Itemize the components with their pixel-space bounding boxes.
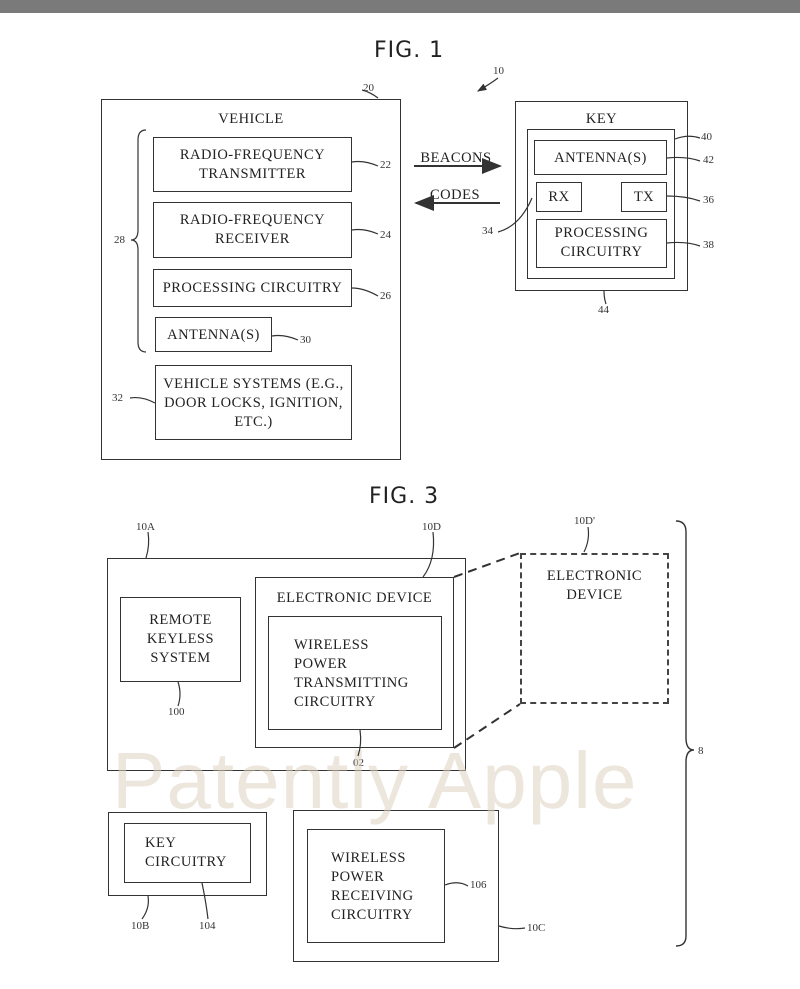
key-antenna-box (534, 140, 667, 175)
device-10d-prime-label: ELECTRONIC DEVICE (546, 568, 643, 603)
key-outer-ref: 44 (598, 304, 609, 316)
vehicle-antenna-leader (271, 334, 299, 341)
fig3-group-brace (675, 520, 695, 947)
projection-line-bottom (453, 703, 521, 749)
vehicle-processing-leader (351, 287, 379, 297)
device-10c-leader (498, 925, 526, 930)
codes-label: CODES (429, 187, 481, 203)
vehicle-systems-label: VEHICLE SYSTEMS (E.G., DOOR LOCKS, IGNIT… (163, 376, 344, 430)
rf-receiver-label: RADIO-FREQUENCY RECEIVER (179, 212, 326, 247)
beacons-label: BEACONS (420, 150, 492, 166)
device-10b-leader (141, 895, 149, 920)
key-inner-box (527, 129, 675, 279)
device-10d-prime-ref: 10D' (574, 515, 595, 527)
rf-receiver-box (153, 202, 352, 258)
system-ref: 10 (493, 65, 504, 77)
key-outer-box (515, 101, 688, 291)
wpr-circuitry-label: WIRELESS POWER RECEIVING CIRCUITRY (331, 850, 414, 923)
key-processing-leader (666, 241, 701, 247)
electronic-device-ref: 10D (422, 521, 441, 533)
system-ref-arrow (476, 77, 499, 92)
remote-keyless-leader (177, 681, 181, 707)
fig3-title: FIG. 3 (369, 484, 440, 509)
remote-keyless-ref: 100 (168, 706, 185, 718)
key-tx-ref: 36 (703, 194, 714, 206)
rf-transmitter-leader (351, 160, 379, 167)
device-10a-leader (145, 531, 150, 559)
vehicle-antenna-label: ANTENNA(S) (167, 327, 260, 343)
key-tx-box (621, 182, 667, 212)
device-10b-ref: 10B (131, 920, 150, 932)
device-10d-prime-leader (583, 526, 590, 553)
vehicle-systems-leader (129, 396, 156, 404)
wpr-circuitry-box (307, 829, 445, 943)
vehicle-antenna-ref: 30 (300, 334, 311, 346)
key-rx-ref: 34 (482, 225, 493, 237)
device-10b-box (108, 812, 267, 896)
key-antenna-label: ANTENNA(S) (554, 150, 647, 166)
vehicle-ref-leader (361, 89, 379, 99)
fig1-title: FIG. 1 (374, 38, 445, 63)
key-circuitry-label: KEY CIRCUITRY (145, 835, 227, 870)
wpt-circuitry-leader (357, 729, 362, 757)
projection-line-top (453, 552, 521, 578)
key-antenna-leader (666, 156, 701, 162)
device-10a-box (107, 558, 466, 771)
circuitry-group-ref: 28 (114, 234, 125, 246)
fig3-group-ref: 8 (698, 745, 704, 757)
electronic-device-label: ELECTRONIC DEVICE (276, 590, 433, 606)
key-antenna-ref: 42 (703, 154, 714, 166)
key-tx-label: TX (633, 189, 655, 205)
vehicle-processing-ref: 26 (380, 290, 391, 302)
electronic-device-leader (422, 531, 435, 578)
vehicle-label: VEHICLE (218, 111, 284, 127)
key-rx-box (536, 182, 582, 212)
key-inner-ref: 40 (701, 131, 712, 143)
rf-transmitter-label: RADIO-FREQUENCY TRANSMITTER (179, 147, 326, 182)
device-10d-prime-box (520, 553, 669, 704)
vehicle-antenna-box (155, 317, 272, 352)
key-tx-leader (666, 195, 701, 202)
wpt-circuitry-ref: 02 (353, 757, 364, 769)
electronic-device-box (255, 577, 454, 748)
vehicle-processing-label: PROCESSING CIRCUITRY (162, 280, 343, 296)
key-processing-box (536, 219, 667, 268)
vehicle-processing-box (153, 269, 352, 307)
key-outer-leader (603, 290, 607, 305)
vehicle-ref: 20 (363, 82, 374, 94)
key-circuitry-box (124, 823, 251, 883)
key-circuitry-ref: 104 (199, 920, 216, 932)
device-10c-ref: 10C (527, 922, 546, 934)
rf-transmitter-ref: 22 (380, 159, 391, 171)
wpt-circuitry-label: WIRELESS POWER TRANSMITTING CIRCUITRY (294, 637, 409, 710)
top-bar (0, 0, 800, 13)
rf-receiver-leader (351, 228, 379, 235)
vehicle-systems-ref: 32 (112, 392, 123, 404)
wpr-circuitry-leader (444, 882, 469, 887)
circuitry-brace (130, 129, 147, 353)
vehicle-box (101, 99, 401, 460)
rf-transmitter-box (153, 137, 352, 192)
key-circuitry-leader (201, 882, 209, 920)
wpr-circuitry-ref: 106 (470, 879, 487, 891)
remote-keyless-label: REMOTE KEYLESS SYSTEM (146, 612, 215, 666)
key-rx-label: RX (548, 189, 570, 205)
remote-keyless-box (120, 597, 241, 682)
wpt-circuitry-box (268, 616, 442, 730)
device-10a-ref: 10A (136, 521, 155, 533)
key-label: KEY (585, 111, 618, 127)
vehicle-systems-box (155, 365, 352, 440)
key-processing-ref: 38 (703, 239, 714, 251)
key-inner-leader (674, 135, 701, 140)
rf-receiver-ref: 24 (380, 229, 391, 241)
key-processing-label: PROCESSING CIRCUITRY (554, 225, 649, 260)
device-10c-box (293, 810, 499, 962)
key-rx-leader (497, 197, 533, 233)
